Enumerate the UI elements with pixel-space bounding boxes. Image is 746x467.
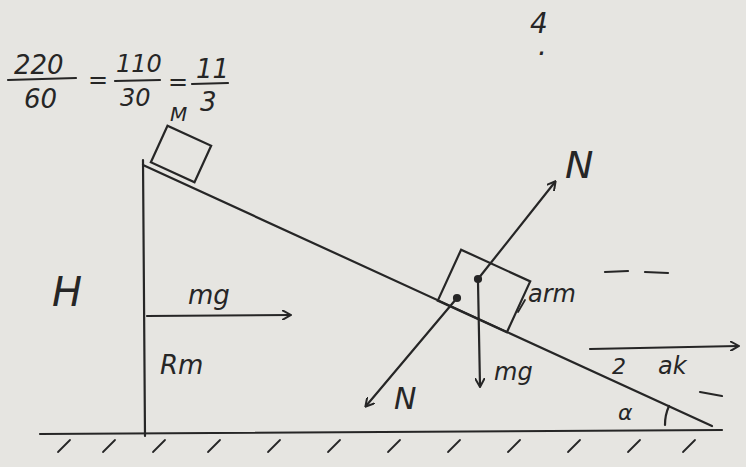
angle-arc <box>665 406 669 425</box>
fraction-denominator: 30 <box>120 86 151 110</box>
fraction-bar <box>192 83 228 84</box>
equals-sign: = <box>88 68 108 92</box>
force-label: mg <box>494 360 533 384</box>
dash <box>645 272 668 273</box>
acceleration-arrow <box>590 346 738 349</box>
vertical-side <box>143 160 145 436</box>
fraction-numerator: 110 <box>116 52 162 76</box>
ground-hatch <box>58 440 695 452</box>
mass-label: M <box>170 104 187 124</box>
ground-line <box>40 430 722 434</box>
weight-arrow <box>478 282 480 386</box>
fraction-numerator: 11 <box>196 56 229 82</box>
normal-force-arrow <box>478 182 555 279</box>
block <box>438 250 530 333</box>
equals-sign: = <box>168 70 188 94</box>
fraction-denominator: 3 <box>200 89 217 115</box>
acceleration-label: arm <box>528 282 576 306</box>
pseudo-force-arrow <box>147 315 290 316</box>
force-label: Rm <box>160 352 203 378</box>
dot-mark: . <box>538 32 547 60</box>
height-label: H <box>52 272 82 312</box>
force-label: mg <box>188 282 230 308</box>
acceleration-label: 2 <box>612 356 626 378</box>
leader-line <box>518 300 525 312</box>
angle-label: α <box>618 402 633 424</box>
dash <box>700 392 722 396</box>
fraction-numerator: 220 <box>14 52 64 78</box>
force-label: N <box>394 384 416 414</box>
force-label: N <box>565 146 593 184</box>
incline <box>143 165 712 426</box>
block <box>151 126 211 182</box>
fraction-bar <box>8 78 76 80</box>
acceleration-label: ak <box>658 354 687 378</box>
fraction-bar <box>115 80 160 81</box>
fraction-denominator: 60 <box>24 86 57 112</box>
dash <box>605 271 628 272</box>
